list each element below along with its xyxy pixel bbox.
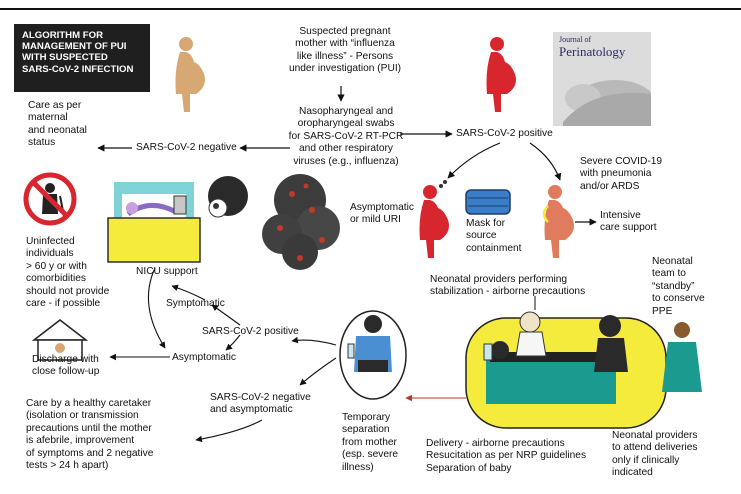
arrow-positive-to-symptomatic	[211, 304, 241, 326]
journal-cover: Journal of Perinatology	[553, 32, 651, 126]
node-suspected: Suspected pregnant mother with “influenz…	[288, 26, 402, 75]
node-infant-asymptomatic: Asymptomatic	[172, 352, 236, 363]
arrow-nicu-to-asymptomatic	[147, 267, 166, 349]
pregnant-mother-icon	[175, 37, 205, 112]
node-separation: Temporary separation from mother (esp. s…	[342, 412, 399, 473]
node-delivery: Delivery - airborne precautions Resucita…	[426, 438, 587, 474]
node-uninfected: Uninfected individuals > 60 y or with co…	[26, 236, 110, 310]
node-positive: SARS-CoV-2 positive	[456, 128, 553, 139]
pregnant-mother-positive-icon	[486, 37, 516, 112]
node-discharge: Discharge with close follow-up	[32, 354, 100, 378]
node-asymptomatic-uri: Asymptomatic or mild URI	[350, 202, 414, 226]
node-providers: Neonatal providers performing stabilizat…	[430, 274, 586, 298]
arrow-positive-to-severe	[529, 142, 562, 181]
journal-photo	[553, 32, 651, 126]
node-standby: Neonatal team to “standby” to conserve P…	[652, 256, 705, 317]
standby-nurse-icon	[662, 322, 702, 392]
arrow-separation-to-negative	[299, 357, 337, 386]
node-nicu: NICU support	[136, 266, 198, 277]
arrow-negative-to-caretaker	[195, 419, 263, 443]
surgical-mask-icon	[465, 189, 511, 215]
arrow-symptomatic-to-nicu	[171, 284, 206, 301]
top-rule	[0, 8, 741, 10]
node-negative: SARS-CoV-2 negative	[136, 142, 237, 153]
coughing-mother-icon	[419, 180, 449, 258]
separation-icon	[339, 310, 407, 400]
node-caretaker: Care by a healthy caretaker (isolation o…	[26, 398, 154, 472]
arrow-positive-to-asymptomatic	[225, 334, 241, 351]
node-negative-asymptomatic: SARS-CoV-2 negative and asymptomatic	[210, 392, 311, 416]
arrow-positive-to-mild	[447, 142, 501, 179]
journal-name: Perinatology	[559, 44, 626, 59]
node-infant-positive: SARS-CoV-2 positive	[202, 326, 299, 337]
no-elderly-icon	[23, 172, 77, 226]
severe-mother-icon	[542, 185, 574, 258]
delivery-room-icon	[465, 311, 667, 429]
journal-name-small: Journal of	[559, 35, 592, 44]
mask-face-icon	[208, 176, 248, 218]
node-care-status: Care as per maternal and neonatal status	[28, 100, 87, 149]
node-symptomatic: Symptomatic	[166, 298, 225, 309]
node-attend: Neonatal providers to attend deliveries …	[612, 430, 698, 479]
virus-icon	[262, 174, 340, 270]
arrow-separation-to-positive	[291, 336, 337, 346]
node-mask: Mask for source containment	[466, 218, 522, 254]
diagram-title: ALGORITHM FOR MANAGEMENT OF PUI WITH SUS…	[14, 24, 150, 92]
node-intensive: Intensive care support	[600, 210, 657, 234]
home-icon	[31, 319, 89, 361]
nicu-incubator-icon	[107, 182, 201, 263]
node-severe: Severe COVID-19 with pneumonia and/or AR…	[580, 156, 663, 192]
node-swabs: Nasopharyngeal and oropharyngeal swabs f…	[288, 106, 404, 167]
